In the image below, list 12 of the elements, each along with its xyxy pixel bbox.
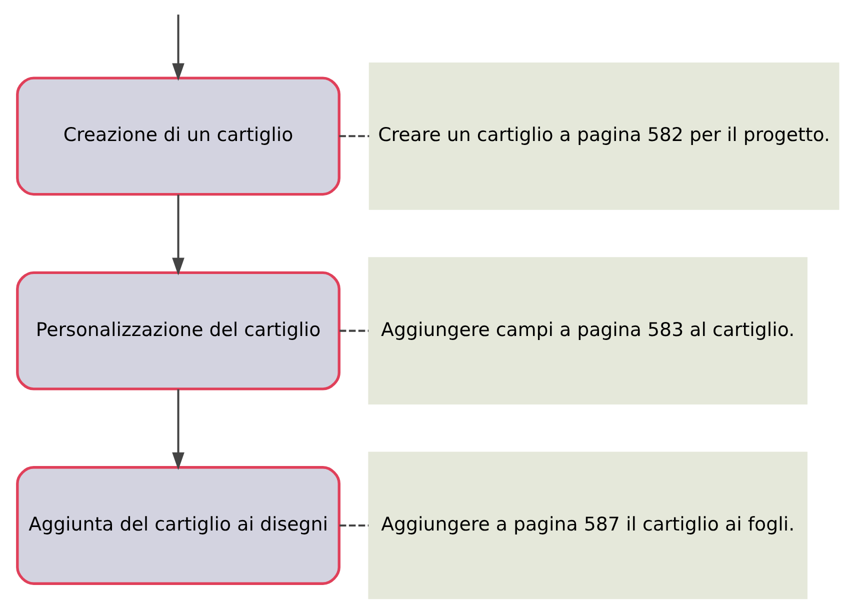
- connector: [339, 330, 369, 332]
- arrow: [172, 389, 184, 470]
- node-box: Aggiunta del cartiglio ai disegni: [16, 466, 340, 585]
- node-box: Personalizzazione del cartiglio: [16, 271, 340, 390]
- node-box: Aggiungere a pagina 587 il cartiglio ai fogli.: [368, 452, 808, 600]
- node-box: Aggiungere campi a pagina 583 al cartiglio.: [368, 257, 808, 404]
- arrow: [172, 14, 184, 81]
- node-box: Creare un cartiglio a pagina 582 per il progetto.: [368, 62, 840, 210]
- connector: [339, 135, 370, 138]
- node-box: Creazione di un cartiglio: [16, 76, 340, 196]
- connector: [339, 524, 369, 526]
- arrow: [172, 194, 184, 276]
